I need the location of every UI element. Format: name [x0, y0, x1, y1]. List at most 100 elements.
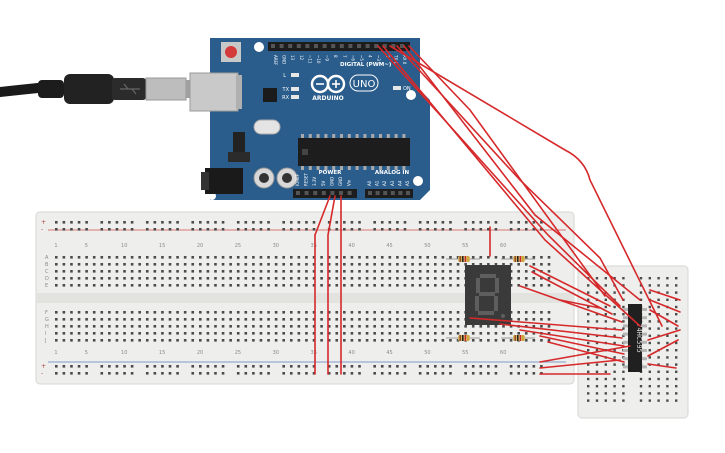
breadboard-hole[interactable] [236, 256, 240, 259]
small-breadboard-hole[interactable] [622, 305, 625, 309]
wire[interactable] [327, 195, 336, 375]
breadboard-hole[interactable] [335, 372, 339, 375]
breadboard-hole[interactable] [396, 339, 399, 342]
breadboard-hole[interactable] [441, 221, 445, 224]
breadboard-hole[interactable] [282, 256, 285, 259]
breadboard-hole[interactable] [297, 365, 301, 368]
breadboard-hole[interactable] [191, 221, 195, 224]
breadboard-hole[interactable] [289, 318, 293, 321]
breadboard-hole[interactable] [509, 339, 513, 342]
breadboard-hole[interactable] [282, 311, 285, 314]
breadboard-hole[interactable] [494, 256, 498, 259]
small-breadboard-hole[interactable] [657, 327, 660, 330]
breadboard-hole[interactable] [100, 256, 104, 259]
breadboard-hole[interactable] [479, 221, 483, 224]
breadboard-hole[interactable] [130, 256, 134, 259]
small-breadboard-hole[interactable] [595, 341, 599, 345]
small-breadboard-hole[interactable] [648, 399, 651, 402]
breadboard-hole[interactable] [320, 284, 323, 287]
breadboard-hole[interactable] [388, 365, 392, 368]
breadboard-hole[interactable] [540, 365, 543, 368]
breadboard-hole[interactable] [168, 318, 172, 321]
breadboard-hole[interactable] [130, 228, 134, 231]
breadboard-hole[interactable] [441, 263, 445, 266]
breadboard-hole[interactable] [191, 256, 195, 259]
breadboard-hole[interactable] [108, 277, 111, 280]
breadboard-hole[interactable] [55, 221, 58, 224]
breadboard-hole[interactable] [252, 311, 255, 314]
breadboard-hole[interactable] [214, 311, 217, 314]
breadboard-hole[interactable] [123, 339, 126, 342]
small-breadboard-hole[interactable] [613, 277, 616, 280]
breadboard-hole[interactable] [327, 372, 331, 375]
small-breadboard-hole[interactable] [587, 385, 590, 388]
breadboard-hole[interactable] [168, 365, 172, 368]
breadboard-hole[interactable] [434, 256, 437, 259]
breadboard-hole[interactable] [388, 372, 392, 375]
small-breadboard-hole[interactable] [604, 284, 607, 287]
breadboard-hole[interactable] [62, 277, 66, 280]
small-breadboard-hole[interactable] [587, 349, 590, 352]
breadboard-hole[interactable] [434, 325, 437, 328]
breadboard-hole[interactable] [312, 339, 316, 342]
small-breadboard-hole[interactable] [587, 399, 590, 402]
breadboard-hole[interactable] [418, 221, 422, 224]
breadboard-hole[interactable] [517, 332, 520, 335]
breadboard-hole[interactable] [411, 311, 414, 314]
breadboard-hole[interactable] [418, 311, 422, 314]
breadboard-hole[interactable] [153, 256, 157, 259]
breadboard-hole[interactable] [335, 365, 339, 368]
breadboard-hole[interactable] [55, 263, 58, 266]
breadboard-hole[interactable] [176, 311, 179, 314]
breadboard-hole[interactable] [312, 228, 316, 231]
breadboard-hole[interactable] [547, 332, 551, 335]
breadboard-hole[interactable] [547, 277, 551, 280]
breadboard-hole[interactable] [532, 325, 536, 328]
breadboard-hole[interactable] [145, 332, 149, 335]
breadboard-hole[interactable] [305, 365, 308, 368]
breadboard-hole[interactable] [320, 325, 323, 328]
breadboard-hole[interactable] [517, 221, 520, 224]
breadboard-hole[interactable] [100, 372, 104, 375]
breadboard-hole[interactable] [123, 221, 126, 224]
breadboard-hole[interactable] [77, 372, 81, 375]
breadboard-hole[interactable] [70, 284, 73, 287]
breadboard-hole[interactable] [441, 270, 445, 273]
breadboard-hole[interactable] [282, 365, 285, 368]
breadboard-hole[interactable] [252, 277, 255, 280]
breadboard-hole[interactable] [335, 263, 339, 266]
small-breadboard-hole[interactable] [595, 370, 599, 373]
small-breadboard-hole[interactable] [675, 334, 678, 337]
breadboard-hole[interactable] [252, 263, 255, 266]
breadboard-hole[interactable] [55, 228, 58, 231]
breadboard-hole[interactable] [335, 311, 339, 314]
breadboard-hole[interactable] [115, 318, 119, 321]
small-breadboard-hole[interactable] [604, 305, 607, 309]
breadboard-hole[interactable] [358, 339, 361, 342]
wire[interactable] [314, 195, 331, 236]
breadboard-hole[interactable] [176, 256, 179, 259]
breadboard-hole[interactable] [100, 277, 104, 280]
breadboard-hole[interactable] [343, 325, 346, 328]
digital-pin-hole[interactable] [400, 44, 404, 48]
small-breadboard-hole[interactable] [622, 334, 625, 337]
breadboard-hole[interactable] [449, 372, 452, 375]
small-breadboard-hole[interactable] [675, 327, 678, 330]
breadboard-hole[interactable] [396, 332, 399, 335]
breadboard-hole[interactable] [479, 332, 483, 335]
breadboard-hole[interactable] [456, 332, 460, 335]
breadboard-hole[interactable] [221, 311, 225, 314]
wire[interactable] [469, 317, 623, 331]
breadboard-hole[interactable] [305, 263, 308, 266]
breadboard-hole[interactable] [267, 270, 270, 273]
breadboard-hole[interactable] [441, 325, 445, 328]
breadboard-hole[interactable] [85, 332, 88, 335]
breadboard-hole[interactable] [138, 339, 141, 342]
breadboard-hole[interactable] [214, 365, 217, 368]
breadboard-hole[interactable] [206, 221, 210, 224]
breadboard-hole[interactable] [70, 318, 73, 321]
breadboard-hole[interactable] [305, 221, 308, 224]
breadboard-hole[interactable] [85, 284, 88, 287]
breadboard-hole[interactable] [100, 284, 104, 287]
breadboard-hole[interactable] [153, 318, 157, 321]
